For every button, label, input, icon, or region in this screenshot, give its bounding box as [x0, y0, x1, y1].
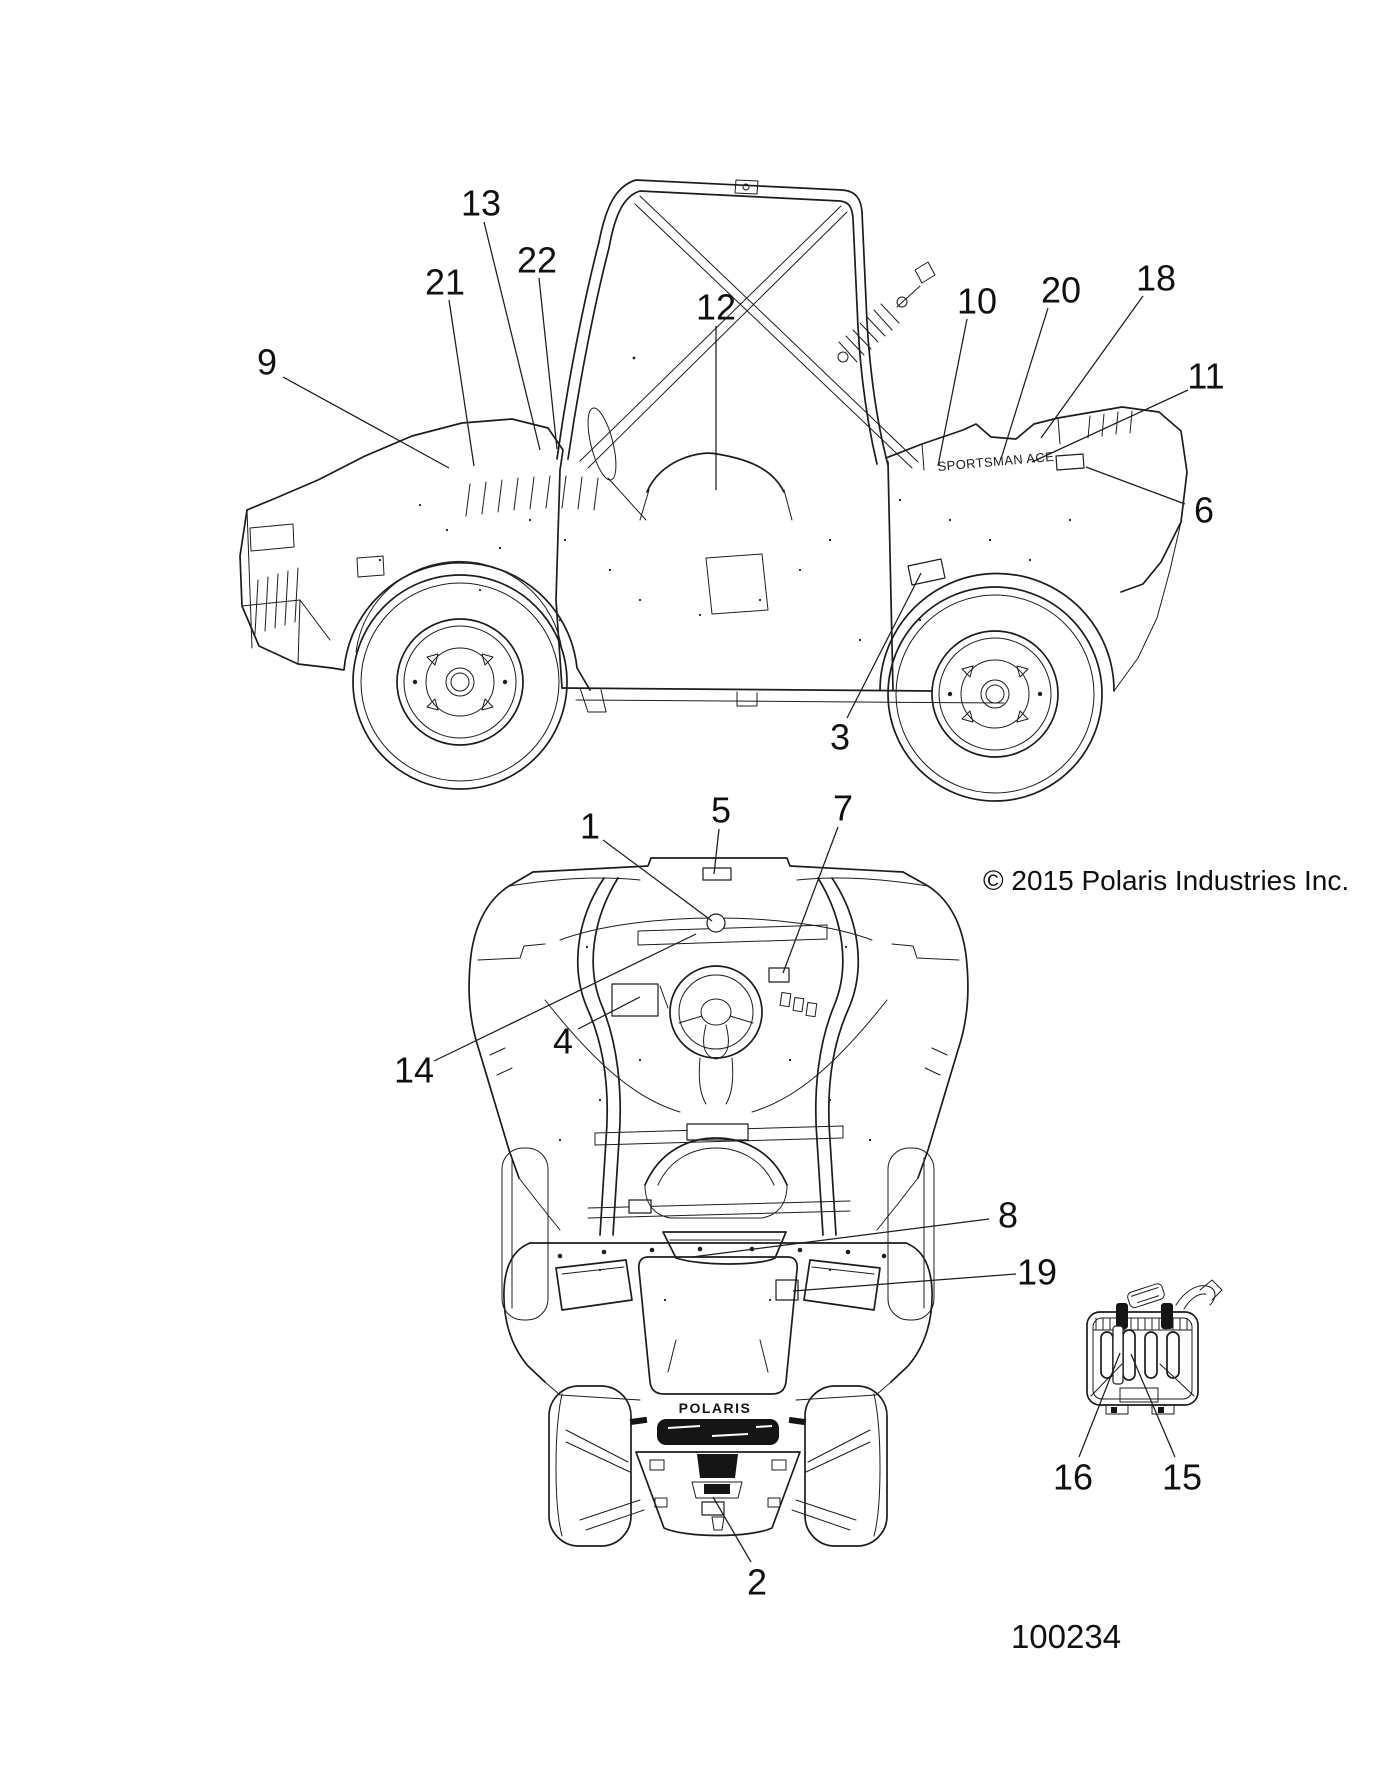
- callout-2-label: 2: [747, 1562, 767, 1603]
- callout-11-label: 11: [1187, 356, 1224, 397]
- rear-fender-decal: [1055, 453, 1085, 471]
- callout-5-leader: [713, 828, 720, 875]
- hood-circle-decal: [706, 913, 726, 933]
- callout-6-label: 6: [1194, 490, 1214, 531]
- callout-5-label: 5: [711, 790, 731, 831]
- callout-10-label: 10: [957, 281, 997, 322]
- callout-20-label: 20: [1041, 270, 1081, 311]
- drawing-number: 100234: [1011, 1618, 1121, 1655]
- callout-14-label: 14: [394, 1050, 434, 1091]
- callout-11-leader: [1031, 389, 1189, 463]
- front-wheel: [352, 574, 568, 790]
- bumper-decal: [701, 1501, 725, 1516]
- rear-shock: [837, 261, 936, 363]
- callout-18-leader: [1040, 295, 1144, 439]
- callout-21-leader: [448, 299, 475, 467]
- mid-bar-decal: [686, 1123, 749, 1141]
- callout-13-leader: [483, 221, 541, 451]
- rear-wheel: [887, 586, 1103, 802]
- callout-10-leader: [937, 318, 968, 467]
- front-top-view: [468, 857, 969, 1321]
- callout-16-leader: [1078, 1352, 1121, 1458]
- callout-4-label: 4: [553, 1021, 573, 1062]
- callout-15-leader: [1130, 1353, 1176, 1458]
- callout-21-label: 21: [425, 262, 465, 303]
- model-decal-text: SPORTSMAN ACE: [937, 449, 1055, 474]
- roll-cage: [556, 179, 919, 469]
- callout-3-leader: [846, 572, 922, 719]
- side-view-vehicle: SPORTSMAN ACE: [239, 179, 1188, 802]
- callout-22-leader: [538, 277, 558, 450]
- callout-15-label: 15: [1162, 1457, 1202, 1498]
- callout-3-label: 3: [830, 717, 850, 758]
- callout-8-leader: [691, 1218, 990, 1258]
- lower-side-decal: [907, 558, 946, 586]
- callout-2-leader: [712, 1496, 752, 1563]
- callout-14-leader: [433, 933, 697, 1062]
- callout-19-leader: [792, 1273, 1017, 1292]
- callout-13-label: 13: [461, 183, 501, 224]
- callout-6-leader: [1085, 466, 1186, 505]
- front-view: POLARIS: [503, 1242, 933, 1547]
- copyright-text: © 2015 Polaris Industries Inc.: [983, 865, 1349, 896]
- hood-top-decal: [702, 867, 732, 881]
- callout-9-label: 9: [257, 342, 277, 383]
- callout-8-label: 8: [998, 1195, 1018, 1236]
- callout-1-leader: [602, 839, 713, 922]
- radiator-detail: [1086, 1279, 1223, 1415]
- callout-1-label: 1: [580, 806, 600, 847]
- callout-18-label: 18: [1136, 258, 1176, 299]
- stipple-texture: [378, 356, 1072, 1442]
- steering-wheel: [669, 965, 763, 1105]
- callout-12-label: 12: [696, 287, 736, 328]
- grille-logo-text: POLARIS: [679, 1400, 752, 1416]
- grille: [657, 1419, 779, 1445]
- callout-4-leader: [577, 996, 641, 1030]
- callout-16-label: 16: [1053, 1457, 1093, 1498]
- dash-right-decal: [768, 967, 790, 983]
- callout-7-leader: [782, 826, 839, 974]
- callout-22-label: 22: [517, 240, 557, 281]
- callout-9-leader: [282, 376, 450, 469]
- callout-7-label: 7: [833, 788, 853, 829]
- callout-19-label: 19: [1017, 1252, 1057, 1293]
- callout-20-leader: [1000, 307, 1049, 460]
